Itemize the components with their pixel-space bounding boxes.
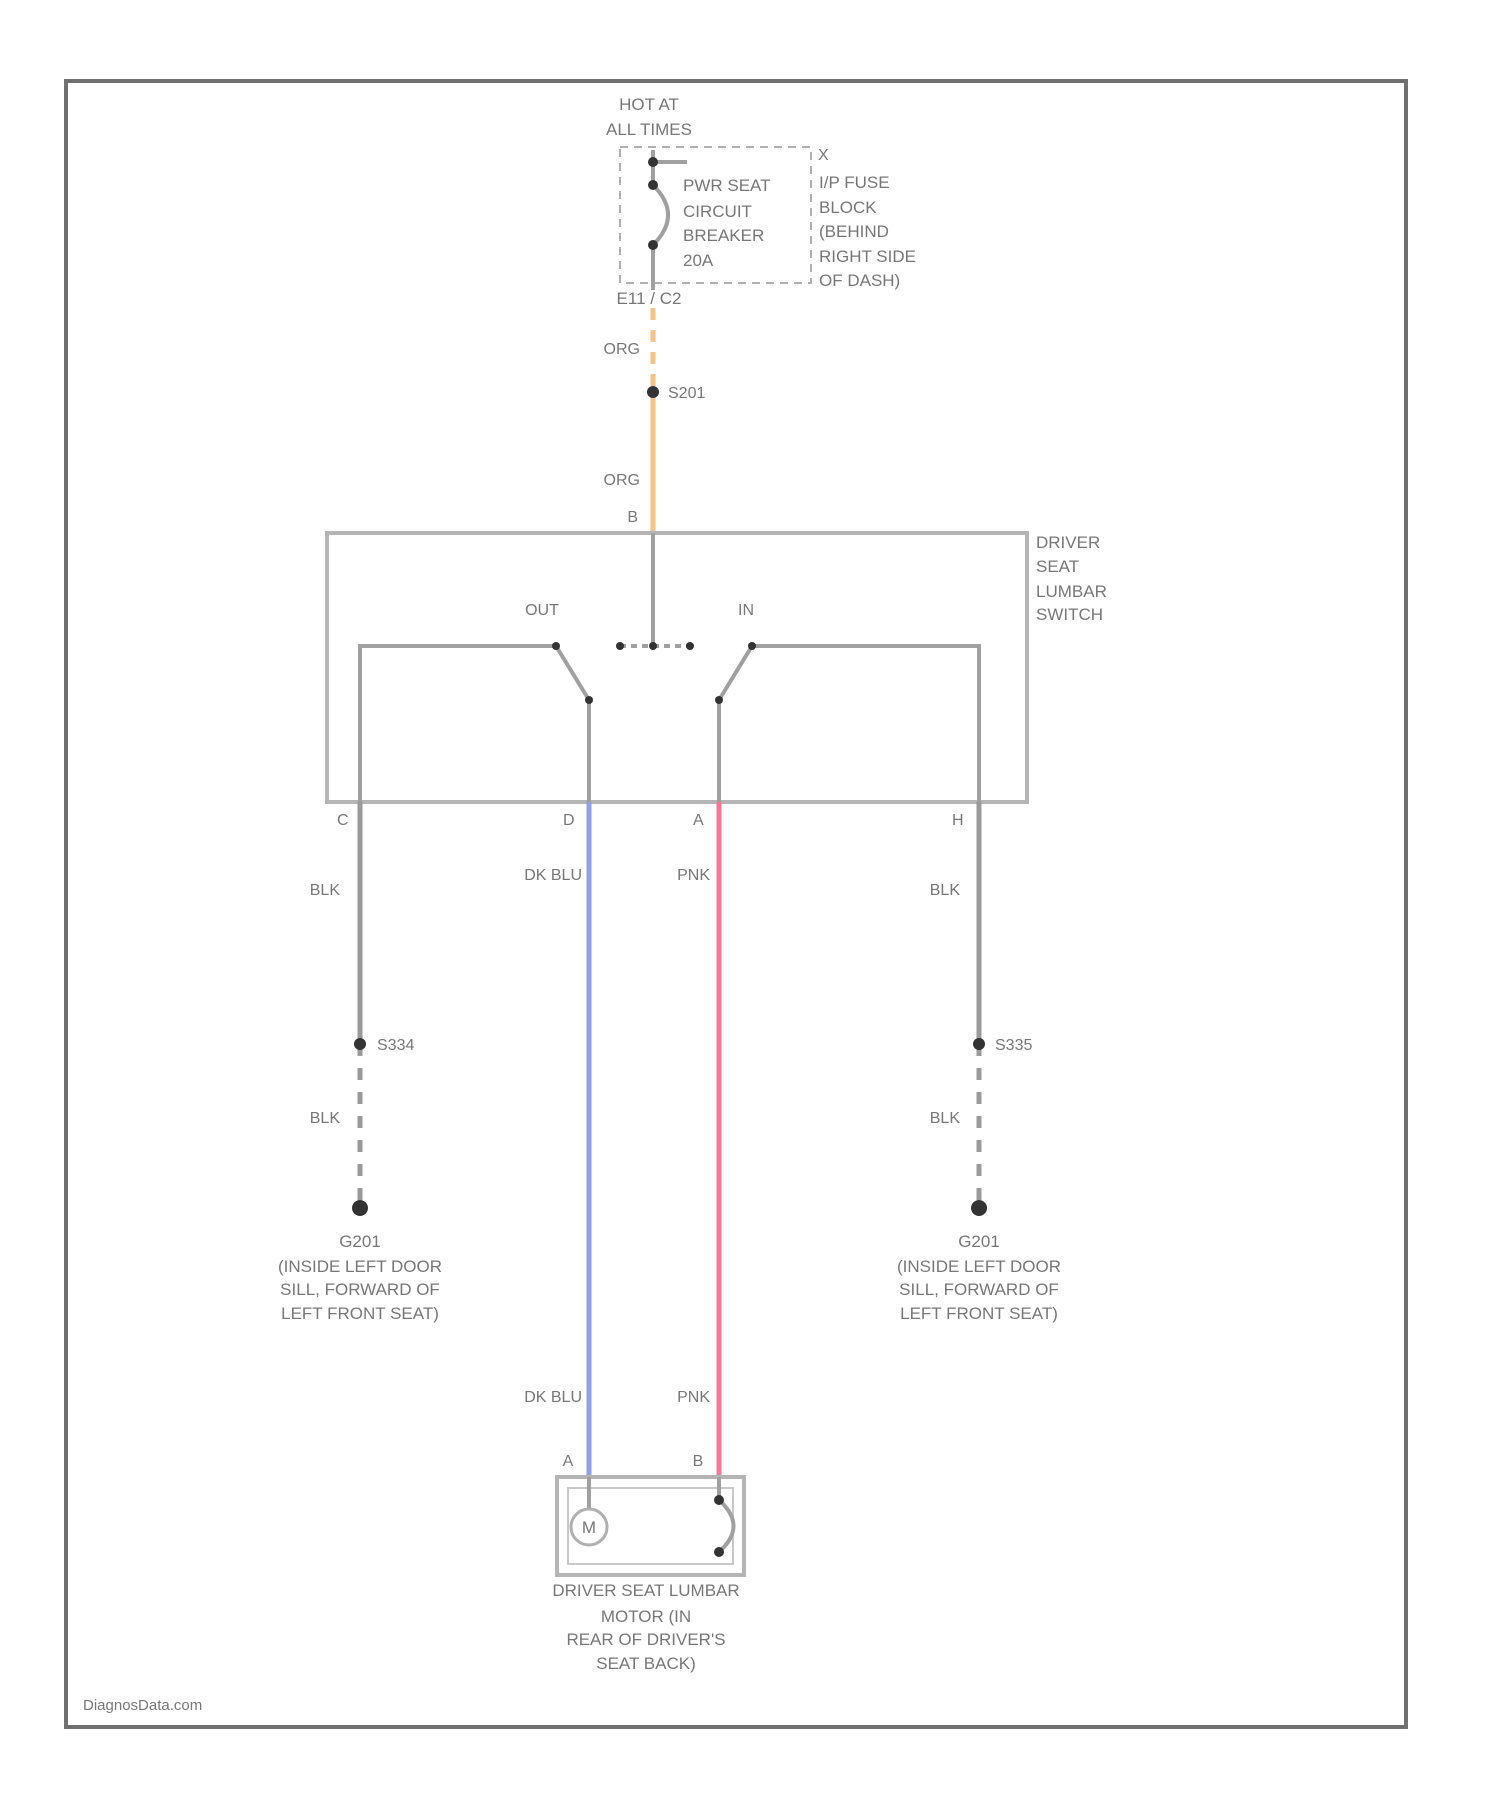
svg-text:OF DASH): OF DASH): [819, 271, 900, 290]
motor-pin-b: B: [693, 1453, 704, 1470]
switch-pin-b: B: [627, 509, 638, 526]
lumbar-motor-label: DRIVER SEAT LUMBAR MOTOR (IN REAR OF DRI…: [552, 1581, 739, 1673]
svg-text:SWITCH: SWITCH: [1036, 605, 1103, 624]
svg-text:SEAT: SEAT: [1036, 557, 1079, 576]
right-blk-label-bottom: BLK: [930, 1110, 961, 1127]
svg-text:20A: 20A: [683, 251, 714, 270]
svg-text:LEFT FRONT SEAT): LEFT FRONT SEAT): [900, 1304, 1058, 1323]
switch-pin-h: H: [952, 812, 964, 829]
svg-text:MOTOR (IN: MOTOR (IN: [601, 1607, 691, 1626]
svg-text:(INSIDE LEFT DOOR: (INSIDE LEFT DOOR: [278, 1257, 442, 1276]
pnk-label-top: PNK: [677, 867, 710, 884]
motor-symbol-label: M: [582, 1518, 596, 1537]
lumbar-switch-box: [327, 533, 1027, 802]
svg-text:REAR OF DRIVER'S: REAR OF DRIVER'S: [566, 1630, 725, 1649]
right-splice-label: S335: [995, 1037, 1032, 1054]
switch-pin-a: A: [693, 812, 704, 829]
switch-in-label: IN: [738, 602, 754, 619]
dk-blu-label-top: DK BLU: [524, 867, 582, 884]
switch-in-blade: [719, 646, 752, 700]
diagram-frame: [66, 81, 1406, 1727]
svg-text:I/P FUSE: I/P FUSE: [819, 173, 890, 192]
splice-s201: [647, 386, 659, 398]
svg-text:BLOCK: BLOCK: [819, 198, 877, 217]
fuse-block-label: I/P FUSE BLOCK (BEHIND RIGHT SIDE OF DAS…: [819, 173, 916, 290]
switch-in-circuit: [752, 646, 979, 802]
dk-blu-label-bottom: DK BLU: [524, 1389, 582, 1406]
svg-text:CIRCUIT: CIRCUIT: [683, 202, 752, 221]
motor-winding-arc: [719, 1500, 734, 1552]
svg-text:G201: G201: [339, 1232, 381, 1251]
svg-text:G201: G201: [958, 1232, 1000, 1251]
left-blk-label-bottom: BLK: [310, 1110, 341, 1127]
right-ground-point: [971, 1200, 987, 1216]
switch-out-label: OUT: [525, 602, 559, 619]
circuit-breaker-label: PWR SEAT CIRCUIT BREAKER 20A: [683, 176, 771, 270]
power-label-2: ALL TIMES: [606, 120, 692, 139]
switch-out-blade: [556, 646, 589, 700]
lumbar-switch-label: DRIVER SEAT LUMBAR SWITCH: [1036, 533, 1107, 624]
circuit-breaker-symbol: [653, 185, 668, 245]
left-ground-point: [352, 1200, 368, 1216]
fuse-connector-label: E11 / C2: [617, 289, 682, 308]
splice-label: S201: [668, 385, 705, 402]
svg-text:BREAKER: BREAKER: [683, 226, 764, 245]
org-label-top: ORG: [604, 341, 640, 358]
left-splice: [354, 1038, 366, 1050]
left-blk-label-top: BLK: [310, 882, 341, 899]
right-ground-label: G201 (INSIDE LEFT DOOR SILL, FORWARD OF …: [897, 1232, 1061, 1323]
svg-text:(INSIDE LEFT DOOR: (INSIDE LEFT DOOR: [897, 1257, 1061, 1276]
svg-text:PWR SEAT: PWR SEAT: [683, 176, 771, 195]
left-ground-label: G201 (INSIDE LEFT DOOR SILL, FORWARD OF …: [278, 1232, 442, 1323]
svg-text:SEAT BACK): SEAT BACK): [596, 1654, 696, 1673]
watermark: DiagnosData.com: [83, 1697, 202, 1714]
svg-text:RIGHT SIDE: RIGHT SIDE: [819, 247, 916, 266]
right-blk-label-top: BLK: [930, 882, 961, 899]
svg-text:LEFT FRONT SEAT): LEFT FRONT SEAT): [281, 1304, 439, 1323]
svg-text:DRIVER SEAT LUMBAR: DRIVER SEAT LUMBAR: [552, 1581, 739, 1600]
svg-text:(BEHIND: (BEHIND: [819, 222, 889, 241]
pnk-label-bottom: PNK: [677, 1389, 710, 1406]
org-label-bottom: ORG: [604, 472, 640, 489]
svg-text:LUMBAR: LUMBAR: [1036, 582, 1107, 601]
power-label-1: HOT AT: [619, 95, 679, 114]
switch-out-circuit: [360, 646, 556, 802]
right-splice: [973, 1038, 985, 1050]
svg-text:DRIVER: DRIVER: [1036, 533, 1100, 552]
switch-pin-d: D: [563, 812, 575, 829]
svg-text:SILL, FORWARD OF: SILL, FORWARD OF: [899, 1280, 1059, 1299]
left-splice-label: S334: [377, 1037, 414, 1054]
switch-pin-c: C: [337, 812, 349, 829]
fuse-block-pin: X: [818, 147, 829, 164]
motor-pin-a: A: [563, 1453, 574, 1470]
svg-text:SILL, FORWARD OF: SILL, FORWARD OF: [280, 1280, 440, 1299]
